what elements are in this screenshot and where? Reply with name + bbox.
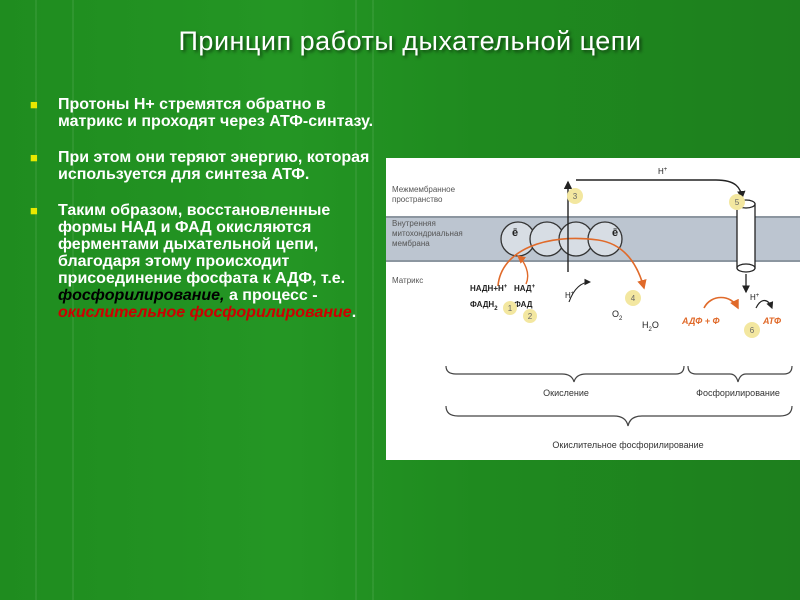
phosphorylation-label: Фосфорилирование	[696, 388, 780, 398]
step-marker	[744, 322, 760, 338]
nad-label: НАД	[514, 284, 532, 293]
electron-label: ē	[512, 227, 518, 239]
proton-gradient-arrow	[576, 179, 746, 200]
step-marker	[567, 188, 583, 204]
bullet-marker-icon: ■	[30, 150, 38, 165]
oxidative-phosphorylation-label: Окислительное фосфорилирование	[552, 440, 703, 450]
bullet-marker-icon: ■	[30, 203, 38, 218]
atp-synthesis-arrow	[703, 296, 739, 310]
label-intermembrane: пространство	[392, 195, 443, 204]
svg-text:H+: H+	[658, 167, 668, 176]
atp-synthase-bottom	[736, 263, 756, 273]
bullet-text: Протоны Н+ стремятся обратно в матрикс и…	[58, 96, 374, 130]
adp-label: АДФ + Ф	[681, 316, 720, 326]
fadh-label: ФАДН	[470, 300, 494, 309]
bullet-text: Таким образом, восстановленные формы НАД…	[58, 202, 346, 287]
label-matrix: Матрикс	[392, 276, 423, 285]
oxygen-label: O	[612, 309, 619, 319]
svg-text:H+: H+	[750, 293, 760, 302]
svg-text:ФАДН2: ФАДН2	[470, 300, 498, 312]
bullet-text: а процесс -	[224, 287, 318, 304]
step-marker	[729, 194, 745, 210]
oxidation-label: Окисление	[543, 388, 589, 398]
fadh-flow-arrow	[516, 255, 529, 285]
step-number: 5	[735, 198, 740, 207]
bullet-item: ■ При этом они теряют энергию, которая и…	[30, 149, 380, 183]
proton-label: H	[658, 167, 664, 176]
label-inner-membrane: митохондриальная	[392, 229, 463, 238]
step-number: 4	[631, 294, 636, 303]
svg-text:НАД+: НАД+	[514, 284, 536, 293]
membrane-edge	[386, 260, 800, 262]
oxidation-brace	[445, 365, 685, 383]
oxidative-phosphorylation-brace	[445, 405, 793, 427]
bullet-item: ■ Протоны Н+ стремятся обратно в матрикс…	[30, 96, 380, 130]
background-stripe	[35, 0, 37, 600]
label-inner-membrane: мембрана	[392, 239, 430, 248]
bullet-item: ■ Таким образом, восстановленные формы Н…	[30, 202, 380, 321]
step-marker	[523, 309, 537, 323]
proton-label: H	[565, 291, 571, 300]
svg-text:НАДН+Н+: НАДН+Н+	[470, 284, 508, 293]
proton-release-arrow	[755, 299, 774, 310]
step-marker	[625, 290, 641, 306]
nadh-label: НАДН+Н	[470, 284, 504, 293]
phosphorylation-brace	[687, 365, 793, 383]
background-stripe	[72, 0, 74, 600]
electron-flow-arrow	[497, 237, 647, 290]
fad-label: ФАД	[514, 300, 533, 309]
background-stripe	[355, 0, 357, 600]
water-label: H	[642, 320, 649, 330]
step-number: 3	[573, 192, 578, 201]
membrane-edge	[386, 216, 800, 218]
step-number: 2	[528, 312, 533, 321]
electron-label: ē	[612, 227, 618, 239]
label-intermembrane: Межмембранное	[392, 185, 456, 194]
background-stripe	[372, 0, 374, 600]
proton-label: H	[750, 293, 756, 302]
phosphorylation-term: фосфорилирование,	[58, 287, 225, 304]
oxidative-phosphorylation-term: окислительное фосфорилирование	[58, 304, 352, 321]
svg-text:H2O: H2O	[642, 320, 659, 333]
svg-text:O2: O2	[612, 309, 623, 322]
bullet-marker-icon: ■	[30, 97, 38, 112]
step-marker	[503, 301, 517, 315]
atp-label: АТФ	[762, 316, 781, 326]
bullet-text: .	[351, 304, 357, 321]
slide-title: Принцип работы дыхательной цепи	[178, 26, 642, 56]
proton-uptake-arrow	[568, 278, 592, 303]
atp-synthase-channel	[736, 203, 756, 269]
step-number: 1	[508, 304, 513, 313]
label-inner-membrane: Внутренняя	[392, 219, 436, 228]
bullet-text: При этом они теряют энергию, которая исп…	[58, 149, 370, 183]
bullet-list: ■ Протоны Н+ стремятся обратно в матрикс…	[30, 96, 380, 340]
step-number: 6	[750, 326, 755, 335]
